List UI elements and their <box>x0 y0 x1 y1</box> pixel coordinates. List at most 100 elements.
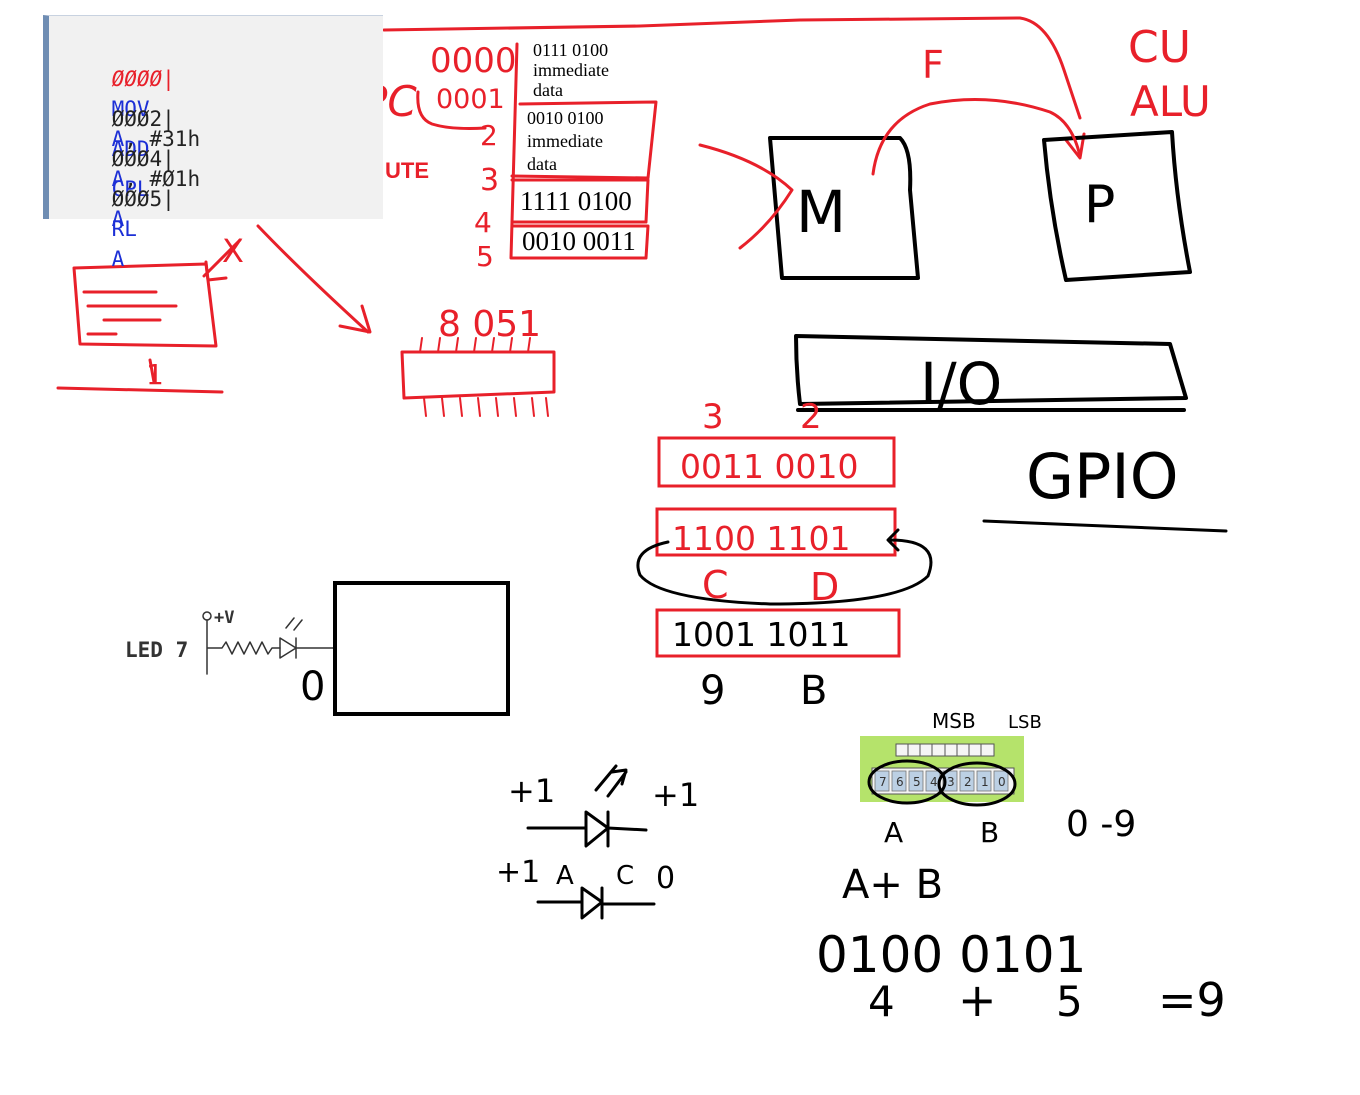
sum-term: 5 <box>1056 977 1083 1026</box>
chip-label: 8 051 <box>438 304 541 345</box>
gpio-label: GPIO <box>1026 440 1179 513</box>
chip-body <box>400 350 556 400</box>
memory-cell-0-note: immediate <box>533 60 609 80</box>
code-operand: A <box>111 167 125 191</box>
switch-bit-label: 6 <box>896 775 904 789</box>
memory-cell-1-note: immediate <box>527 131 603 151</box>
register-row-1 <box>657 436 896 488</box>
memory-row-number: 3 <box>480 163 499 198</box>
switch-lever-dividers <box>907 744 982 756</box>
switch-bit-label: 7 <box>879 775 887 789</box>
code-address: ØØØ4| <box>111 147 175 171</box>
register-row-2-value: 1100 1101 <box>672 519 850 558</box>
rotate-loop-arrow <box>636 528 933 606</box>
code-operand-rest: , #Ø1h <box>124 167 201 191</box>
sum-binary: 0100 0101 <box>816 926 1086 984</box>
diode-note: +1 <box>496 855 540 890</box>
memory-cell-3-bits: 0010 0011 <box>522 226 636 256</box>
memory-cell-0-note: data <box>533 80 563 100</box>
processor-block <box>1042 130 1192 282</box>
register-hex-digit: C <box>702 563 729 607</box>
memory-row-number: 4 <box>474 206 492 239</box>
code-line[interactable]: ØØØ2| ADD A, #Ø1h <box>61 74 201 191</box>
memory-start-address: 0000 <box>430 41 517 81</box>
memory-block-label: M <box>796 178 846 246</box>
code-operand: A <box>111 207 125 231</box>
register-hex-digit: 9 <box>700 668 725 714</box>
lsb-label: LSB <box>1008 712 1042 733</box>
code-operand: A <box>111 247 125 271</box>
diode-notes: +1 +1 +1 A C 0 <box>496 764 699 920</box>
code-mnemonic: CPL <box>111 177 150 201</box>
led-label: LED 7 <box>125 638 188 662</box>
memory-row-number: 5 <box>476 240 494 273</box>
msb-label: MSB <box>932 709 976 733</box>
register-row-1-value: 0011 0010 <box>680 447 858 486</box>
code-mnemonic: ADD <box>111 137 150 161</box>
sum-result: =9 <box>1158 973 1226 1027</box>
cpu-memory-diagram: M P F CU ALU <box>698 22 1211 282</box>
upper-nibble-label: A <box>884 816 903 849</box>
switch-bit-label: 1 <box>981 775 989 789</box>
memory-cell-2-bits: 1111 0100 <box>520 186 632 216</box>
pc-bracket <box>416 90 487 130</box>
code-operand-rest: , #31h <box>124 127 201 151</box>
chip-8051: 8 051 <box>400 304 556 417</box>
diode-cathode-label: C <box>616 861 634 891</box>
lower-nibble-label: B <box>980 816 999 849</box>
switch-bit-cells <box>874 770 1009 792</box>
memory-map: 0000 PC 0001 2 3 4 5 0111 0100 immediate… <box>362 40 658 273</box>
fetch-path-arrowhead <box>1064 132 1086 160</box>
led-target-box <box>333 581 510 716</box>
supply-terminal <box>202 611 212 621</box>
sum-label: A+ B <box>842 862 943 908</box>
register-hex-digit: 3 <box>702 397 724 437</box>
supply-label: +V <box>214 608 234 628</box>
range-label: 0 -9 <box>1066 804 1136 845</box>
code-address: ØØØ5| <box>111 187 175 211</box>
code-line[interactable]: ØØØ5| RL A <box>61 154 175 271</box>
code-operand: A <box>111 127 125 151</box>
led-pin-value: 0 <box>300 664 325 710</box>
register-column: 3 2 0011 0010 1100 1101 C D 1001 1011 9 … <box>636 397 933 714</box>
memory-block <box>768 136 920 280</box>
dip-switch: MSB LSB 7 6 5 4 3 2 1 0 A B 0 -9 A+ B 01… <box>816 709 1226 1027</box>
upper-nibble-circle <box>867 759 947 805</box>
register-row-3-value: 1001 1011 <box>672 615 850 654</box>
alu-label: ALU <box>1130 77 1211 126</box>
pc-value: 0001 <box>436 84 505 115</box>
fetch-arc-arrow <box>871 98 1082 176</box>
code-editor-panel: ØØØØ| MOV A, #31h ØØØ2| ADD A, #Ø1h ØØØ4… <box>43 15 383 271</box>
sum-term: 4 <box>868 977 895 1026</box>
diode-anode-label: A <box>556 861 574 891</box>
diode-note: +1 <box>508 772 555 810</box>
memory-cell-0-bits: 0111 0100 <box>533 40 608 60</box>
diode-2 <box>536 886 656 920</box>
register-row-3 <box>655 608 901 658</box>
cross-mark: X <box>222 232 244 270</box>
fetch-path-arrow <box>382 16 1082 120</box>
io-bar <box>794 334 1188 412</box>
computer-sketch: X <box>56 232 244 394</box>
led-diode-symbol <box>279 617 337 659</box>
code-line[interactable]: ØØØ4| CPL A <box>61 114 175 231</box>
gpio-underline <box>982 519 1228 533</box>
register-hex-digit: 2 <box>800 397 822 437</box>
switch-bit-label: 4 <box>930 775 938 789</box>
diode-note: +1 <box>652 776 699 814</box>
code-mnemonic: MOV <box>111 97 150 121</box>
processor-block-label: P <box>1084 175 1115 235</box>
fetch-label: F <box>922 43 944 87</box>
memory-cell-2-box <box>510 178 650 224</box>
switch-bit-label: 2 <box>964 775 972 789</box>
memory-bus-arrow <box>698 143 794 250</box>
memory-cell-1-note: data <box>527 154 557 174</box>
switch-bit-label: 0 <box>998 775 1006 789</box>
led-wire <box>206 619 281 675</box>
code-line[interactable]: ØØØØ| MOV A, #31h <box>61 34 201 151</box>
download-arrow <box>256 224 372 334</box>
sum-operator: + <box>958 973 997 1027</box>
memory-row-number: 2 <box>480 119 498 152</box>
diode-note: 0 <box>656 861 675 896</box>
